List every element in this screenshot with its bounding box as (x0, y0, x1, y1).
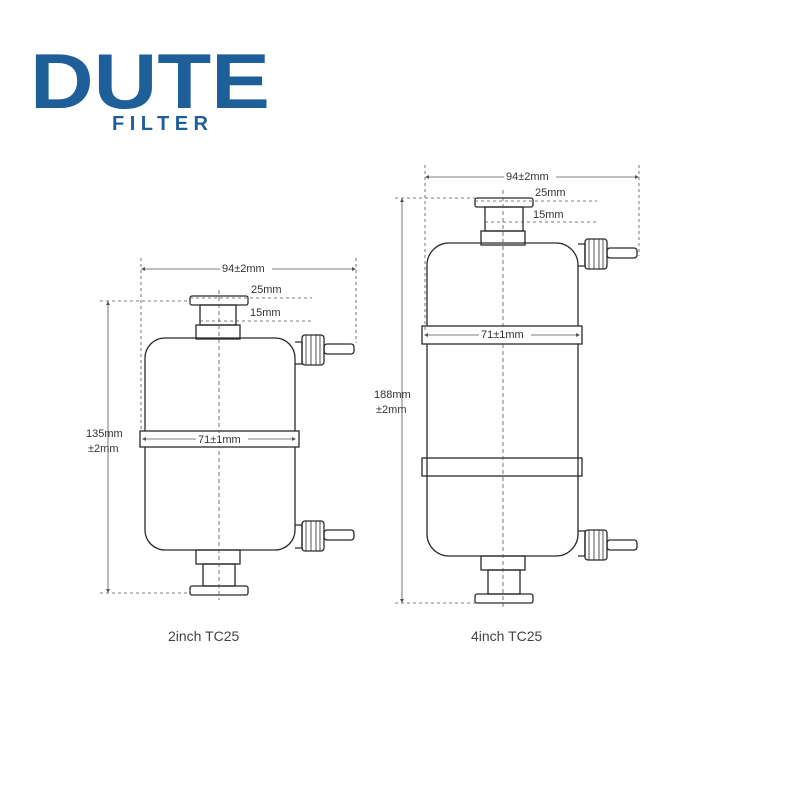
small-height-label-1: 135mm (86, 428, 123, 440)
bottom-flange (474, 593, 534, 604)
small-port-inner-label: 15mm (250, 307, 281, 319)
band-lower (421, 457, 583, 477)
lower-port-barb (323, 529, 355, 541)
large-height-label-2: ±2mm (376, 404, 406, 416)
filter-small-dimensions (100, 258, 357, 594)
bottom-neck (487, 569, 521, 595)
bottom-collar (195, 549, 241, 565)
small-caption: 2inch TC25 (168, 628, 240, 644)
small-band-label: 71±1mm (198, 434, 241, 446)
large-port-outer-label: 25mm (535, 187, 566, 199)
top-neck-collar (195, 324, 241, 340)
upper-port-stub (295, 341, 303, 365)
upper-port-stub (578, 243, 586, 267)
upper-port-barb (606, 247, 638, 259)
upper-port-barb (323, 343, 355, 355)
top-neck (484, 206, 524, 232)
top-flange (474, 197, 534, 208)
top-neck (199, 304, 237, 326)
large-band-label: 71±1mm (481, 329, 524, 341)
lower-port-nut (584, 529, 608, 561)
lower-port-stub (295, 524, 303, 549)
dute-filter-logo: DUTE FILTER (30, 40, 270, 135)
body (426, 242, 579, 557)
logo-brand-text: DUTE (30, 40, 270, 125)
small-height-label-2: ±2mm (88, 443, 118, 455)
large-width-label: 94±2mm (506, 171, 549, 183)
bottom-neck (202, 563, 236, 587)
top-neck-collar (480, 230, 526, 246)
large-port-inner-label: 15mm (533, 209, 564, 221)
upper-port-nut (301, 334, 325, 366)
large-height-label-1: 188mm (374, 389, 411, 401)
filter-large (421, 190, 638, 610)
small-width-label: 94±2mm (222, 263, 265, 275)
filter-large-labels: 94±2mm 25mm 15mm 188mm ±2mm 71±1mm 4inch… (374, 169, 566, 644)
small-port-outer-label: 25mm (251, 284, 282, 296)
filter-small-labels: 94±2mm 25mm 15mm 135mm ±2mm 71±1mm 2inch… (86, 261, 282, 644)
lower-port-nut (301, 520, 325, 552)
lower-port-stub (578, 530, 586, 557)
large-caption: 4inch TC25 (471, 628, 543, 644)
lower-port-barb (606, 539, 638, 551)
upper-port-nut (584, 238, 608, 270)
